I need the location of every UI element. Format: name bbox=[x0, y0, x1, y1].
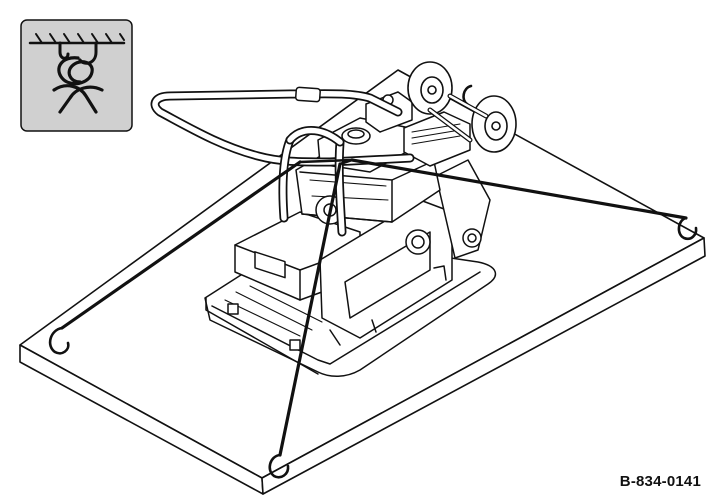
strap-center bbox=[298, 158, 354, 166]
platform-right-edge bbox=[261, 237, 706, 495]
strap-right bbox=[350, 158, 688, 220]
transport-wheels bbox=[407, 61, 517, 153]
hook-right bbox=[677, 216, 698, 241]
lashing-strap-hook-icon bbox=[20, 19, 133, 132]
hook-front bbox=[268, 453, 290, 479]
machine-frame bbox=[234, 159, 491, 346]
guide-handle bbox=[150, 86, 415, 237]
lashing-straps bbox=[60, 158, 688, 457]
hook-left bbox=[48, 326, 70, 355]
strap-left bbox=[60, 160, 302, 330]
figure-reference-code: B-834-0141 bbox=[619, 473, 701, 490]
strap-front bbox=[278, 162, 342, 457]
